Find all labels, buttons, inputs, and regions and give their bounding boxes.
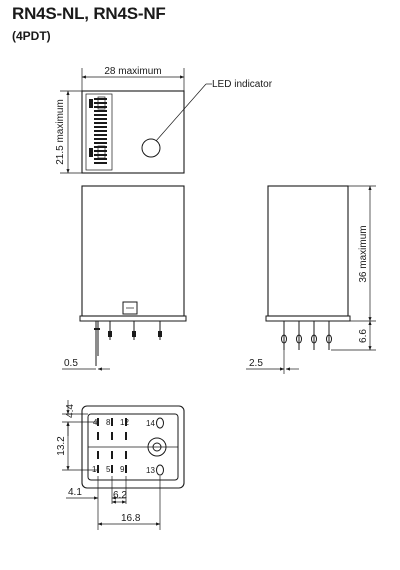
rib-pattern	[89, 98, 107, 164]
front-view-base	[79, 315, 187, 322]
pin-number-4: 4	[93, 418, 98, 427]
led-indicator-label: LED indicator	[212, 79, 273, 90]
pin-number-14: 14	[146, 419, 155, 428]
front-view: 0.5	[62, 185, 187, 371]
left-offset-label: 4.1	[68, 487, 82, 498]
pin-length-label: 6.6	[358, 329, 369, 343]
terminal-pins	[97, 417, 167, 476]
pin-pitch-label: 6.2	[113, 490, 127, 501]
pin-number-1: 1	[92, 465, 97, 474]
body-height-label: 13.2	[56, 436, 67, 456]
pin-number-9: 9	[120, 465, 125, 474]
top-view: 28 maximum 21.5 maximum	[55, 66, 273, 174]
side-view: 36 maximum 6.6 2.5	[246, 185, 376, 374]
bottom-view: 4 8 12 14 1 5 9 13 4.4 13.2 4.1 6.2 16.8	[56, 400, 185, 530]
side-pin-offset-label: 2.5	[249, 358, 263, 369]
bottom-width-label: 16.8	[121, 513, 141, 524]
side-height-label: 36 maximum	[358, 225, 369, 282]
front-pins	[94, 321, 162, 366]
pin-number-13: 13	[146, 466, 155, 475]
height-label: 21.5 maximum	[55, 99, 66, 165]
bottom-notch	[97, 145, 106, 159]
label-panel	[85, 93, 113, 171]
page-subtitle: (4PDT)	[12, 29, 51, 43]
front-pin-offset-label: 0.5	[64, 358, 78, 369]
top-notch	[97, 96, 106, 110]
pin-number-5: 5	[106, 465, 111, 474]
test-button	[122, 301, 138, 315]
pitch-top-label: 4.4	[65, 404, 76, 418]
led-leader-line	[155, 83, 207, 142]
pin-number-8: 8	[106, 418, 111, 427]
page-title: RN4S-NL, RN4S-NF	[12, 4, 166, 23]
pin-number-12: 12	[120, 418, 129, 427]
width-label: 28 maximum	[104, 66, 161, 77]
front-view-body	[81, 185, 185, 317]
led-indicator-icon	[141, 138, 161, 158]
side-pins	[281, 321, 332, 350]
side-view-base	[265, 315, 351, 322]
side-view-body	[267, 185, 349, 317]
